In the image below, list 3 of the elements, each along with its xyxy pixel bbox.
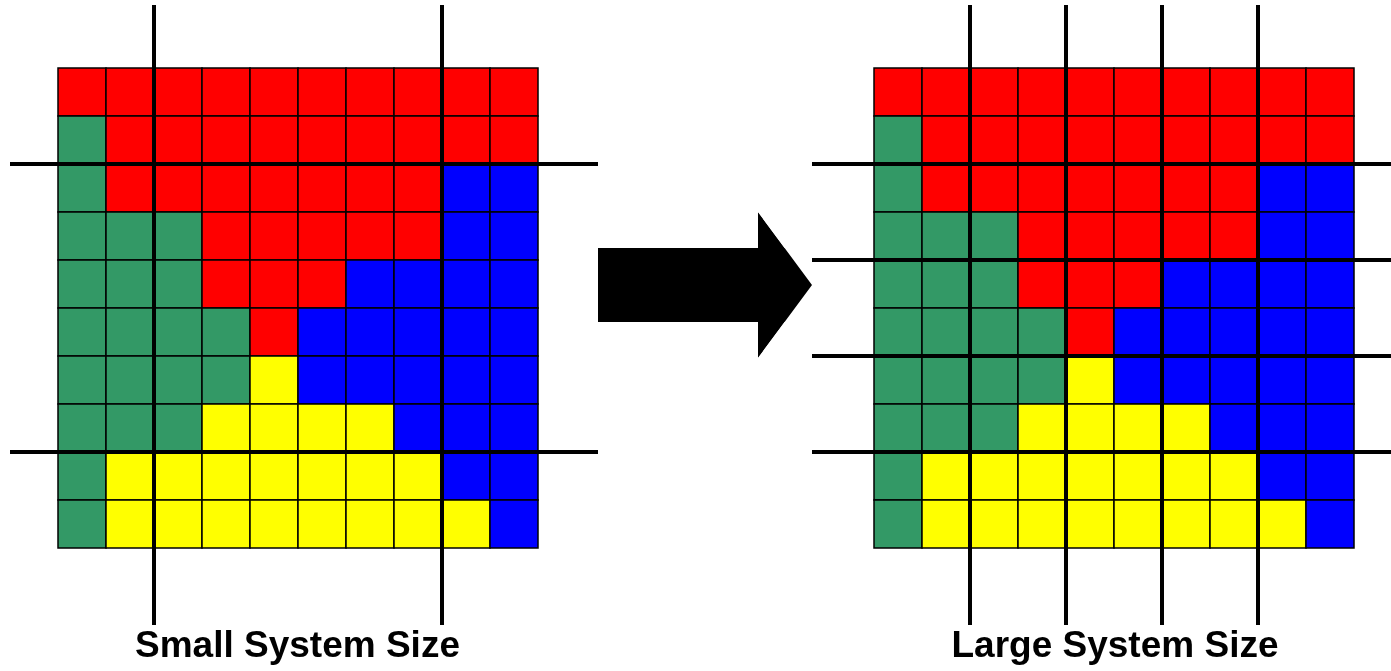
panel-caption: Large System Size: [950, 623, 1280, 667]
panel-caption: Small System Size: [134, 623, 461, 667]
block-arrow: [598, 212, 812, 358]
